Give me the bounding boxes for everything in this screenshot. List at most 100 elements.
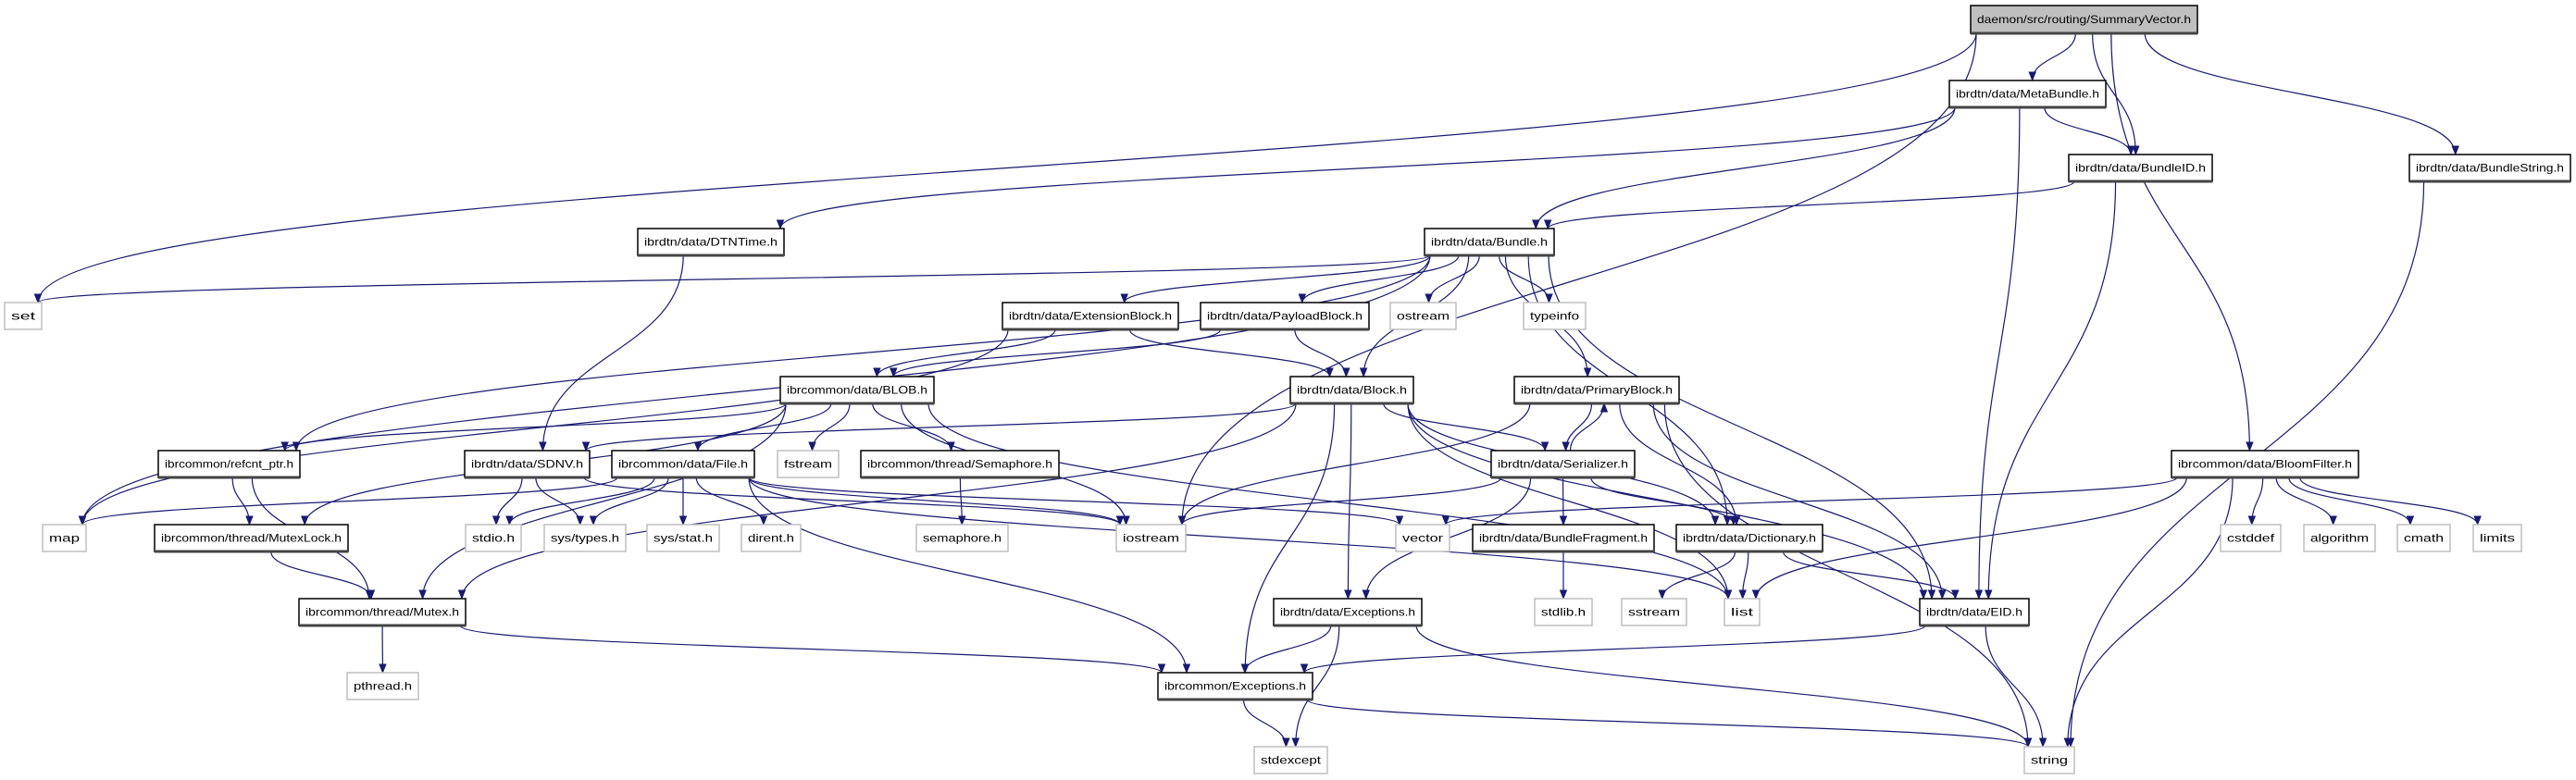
edge-file-to-commonexc <box>748 477 1191 675</box>
edge-dictionary-to-eid <box>1782 551 1960 600</box>
edge-bundle-to-extblock <box>1120 254 1431 304</box>
node-box <box>42 524 87 552</box>
node-eid[interactable]: ibrdtn/data/EID.h <box>1919 598 2030 627</box>
node-extblock[interactable]: ibrdtn/data/ExtensionBlock.h <box>1002 302 1179 331</box>
edge-blob-to-list <box>927 402 1733 600</box>
edge-primary-to-serializer <box>1562 402 1593 452</box>
node-bundle[interactable]: ibrdtn/data/Bundle.h <box>1424 228 1555 257</box>
node-box <box>1253 746 1328 774</box>
node-fstream: fstream <box>777 450 840 478</box>
node-primary[interactable]: ibrdtn/data/PrimaryBlock.h <box>1513 376 1680 405</box>
edge-bundleid-to-bundle <box>1544 180 2075 230</box>
edge-mutex-to-commonexc <box>459 625 1166 675</box>
node-label: pthread.h <box>354 680 412 693</box>
node-box <box>1490 450 1636 478</box>
node-block[interactable]: ibrdtn/data/Block.h <box>1289 376 1414 405</box>
node-dictionary[interactable]: ibrdtn/data/Dictionary.h <box>1675 524 1823 553</box>
node-ostream: ostream <box>1389 302 1457 330</box>
node-label: ibrcommon/thread/Mutex.h <box>305 606 459 619</box>
node-label: ibrdtn/data/MetaBundle.h <box>1956 88 2099 101</box>
node-iostream: iostream <box>1115 524 1187 552</box>
node-commonexc[interactable]: ibrcommon/Exceptions.h <box>1157 672 1313 701</box>
edge-serializer-to-primary <box>1569 402 1609 452</box>
node-fragment[interactable]: ibrdtn/data/BundleFragment.h <box>1472 524 1655 553</box>
node-box <box>1534 598 1593 626</box>
node-box <box>779 376 935 404</box>
node-box <box>1970 5 2198 34</box>
node-box <box>1289 376 1414 404</box>
node-label: cmath <box>2404 532 2444 545</box>
node-label: sys/types.h <box>551 532 619 545</box>
node-box <box>1523 302 1587 330</box>
edge-metabundle-to-bundle <box>1532 106 1956 230</box>
edge-bloom-to-limits <box>2299 477 2482 526</box>
node-box <box>1919 598 2030 626</box>
edge-root-to-bundleid <box>2092 32 2140 156</box>
node-label: cstddef <box>2227 532 2275 545</box>
edge-sdnv-to-iostream <box>583 477 1125 526</box>
edge-bloom-to-algorithm <box>2275 477 2337 526</box>
node-typeinfo: typeinfo <box>1523 302 1587 330</box>
node-sdnv[interactable]: ibrdtn/data/SDNV.h <box>464 450 591 479</box>
edge-payload-to-blob <box>890 328 1222 378</box>
node-box <box>1424 228 1555 256</box>
node-label: ibrdtn/data/Dictionary.h <box>1683 532 1816 545</box>
node-label: sstream <box>1628 606 1680 619</box>
edge-blob-to-refcnt <box>280 402 787 452</box>
node-box <box>465 524 522 552</box>
node-stdexcept: stdexcept <box>1253 746 1328 774</box>
node-root[interactable]: daemon/src/routing/SummaryVector.h <box>1970 5 2198 35</box>
node-box <box>2068 154 2213 182</box>
node-label: ibrcommon/data/BloomFilter.h <box>2178 458 2352 471</box>
node-dirent: dirent.h <box>740 524 802 552</box>
nodes-layer: daemon/src/routing/SummaryVector.h ibrdtn… <box>4 5 2571 774</box>
node-mutex[interactable]: ibrcommon/thread/Mutex.h <box>298 598 467 627</box>
node-box <box>740 524 802 552</box>
node-pthread: pthread.h <box>346 672 419 700</box>
node-box <box>157 450 301 478</box>
edge-block-to-sdnv <box>581 402 1297 452</box>
node-semaphore[interactable]: ibrcommon/thread/Semaphore.h <box>860 450 1060 479</box>
node-label: string <box>2031 754 2068 767</box>
node-box <box>543 524 627 552</box>
node-blob[interactable]: ibrcommon/data/BLOB.h <box>779 376 935 405</box>
edge-semaphore-to-semaphoreh <box>957 477 966 526</box>
node-file[interactable]: ibrcommon/data/File.h <box>611 450 755 479</box>
node-box <box>1389 302 1457 330</box>
node-serializer[interactable]: ibrdtn/data/Serializer.h <box>1490 450 1636 479</box>
edge-file-to-systypes <box>589 477 669 526</box>
node-box <box>1724 598 1761 626</box>
node-refcnt[interactable]: ibrcommon/refcnt_ptr.h <box>157 450 301 479</box>
node-bundlestring[interactable]: ibrdtn/data/BundleString.h <box>2408 154 2571 183</box>
node-label: ibrdtn/data/Block.h <box>1297 384 1407 397</box>
edge-refcnt-to-mutexlock <box>231 477 254 526</box>
node-algorithm: algorithm <box>2303 524 2376 552</box>
edge-bundleid-to-eid <box>1984 180 2117 600</box>
node-metabundle[interactable]: ibrdtn/data/MetaBundle.h <box>1948 80 2107 109</box>
node-label: ibrcommon/thread/Semaphore.h <box>867 458 1052 471</box>
edge-extblock-to-block <box>1128 328 1334 378</box>
node-dtnexc[interactable]: ibrdtn/data/Exceptions.h <box>1273 598 1423 627</box>
node-box <box>2472 524 2522 552</box>
edge-bloom-to-cmath <box>2288 477 2415 526</box>
edge-extblock-to-blob <box>873 328 1056 378</box>
node-bundleid[interactable]: ibrdtn/data/BundleID.h <box>2068 154 2213 183</box>
edge-bundle-to-refcnt <box>292 254 1431 452</box>
edge-blob-to-mutex <box>418 402 787 600</box>
node-label: ibrdtn/data/PayloadBlock.h <box>1207 310 1363 323</box>
node-label: ibrdtn/data/PrimaryBlock.h <box>1521 384 1673 397</box>
node-box <box>1115 524 1187 552</box>
node-payload[interactable]: ibrdtn/data/PayloadBlock.h <box>1200 302 1370 331</box>
node-mutexlock[interactable]: ibrcommon/thread/MutexLock.h <box>154 524 349 553</box>
node-box <box>637 228 785 256</box>
node-cstddef: cstddef <box>2220 524 2282 552</box>
edge-bloom-to-string <box>2063 477 2234 749</box>
edge-dictionary-to-sstream <box>1658 551 1736 600</box>
node-bloom[interactable]: ibrcommon/data/BloomFilter.h <box>2171 450 2359 479</box>
node-label: ibrdtn/data/Bundle.h <box>1431 236 1548 249</box>
node-dtntime[interactable]: ibrdtn/data/DTNTime.h <box>637 228 785 257</box>
edge-commonexc-to-stdexcept <box>1242 699 1290 749</box>
node-box <box>2220 524 2282 552</box>
edge-file-to-iostream <box>748 477 1125 526</box>
